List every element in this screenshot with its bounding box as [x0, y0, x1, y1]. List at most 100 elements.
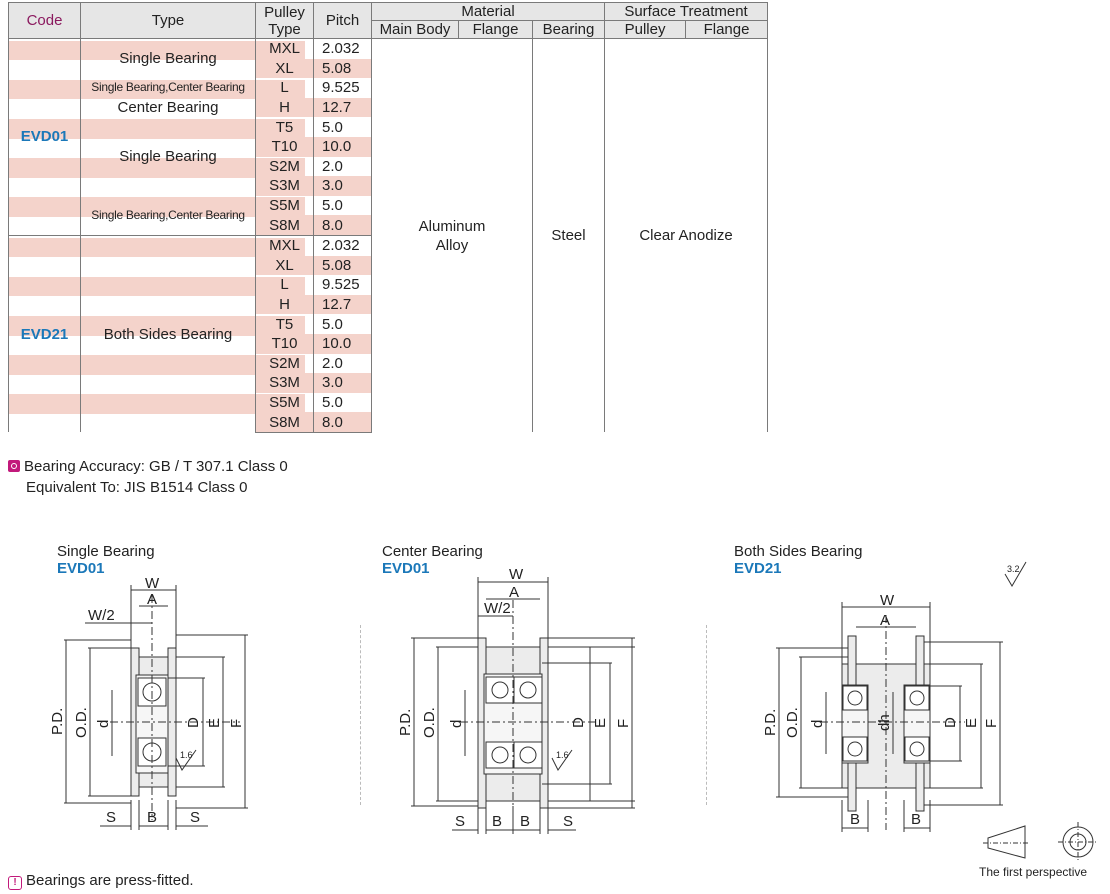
pitch-cell: 2.032 — [313, 234, 372, 256]
note-equivalent: Equivalent To: JIS B1514 Class 0 — [26, 479, 248, 496]
type-cell: Single Bearing — [80, 38, 256, 79]
divider — [706, 625, 707, 805]
surface-treatment-cell: Clear Anodize — [604, 38, 769, 433]
pitch-cell: 5.0 — [313, 314, 372, 334]
label-w: W — [509, 566, 524, 583]
pitch-cell: 9.525 — [313, 275, 372, 295]
pitch-cell: 2.032 — [313, 37, 372, 59]
pitch-cell: 5.0 — [313, 117, 372, 137]
label-roughness: 3.2 — [1007, 564, 1020, 574]
header-pulley: Pulley — [604, 20, 687, 39]
material-bearing-cell: Steel — [531, 38, 606, 433]
header-bearing: Bearing — [531, 20, 606, 39]
pulley-type-cell: S8M — [255, 215, 314, 236]
pulley-type-cell: S3M — [255, 176, 314, 196]
diagram-code-both: EVD21 — [734, 560, 782, 577]
diagram-title-center: Center Bearing — [382, 543, 483, 560]
pitch-cell: 3.0 — [313, 373, 372, 393]
pitch-cell: 5.08 — [313, 255, 372, 276]
header-flange-2: Flange — [685, 20, 769, 39]
label-s: S — [106, 809, 116, 826]
label-roughness: 1.6 — [556, 750, 569, 760]
label-f: F — [615, 719, 632, 728]
label-pd: P.D. — [762, 709, 779, 736]
label-d-outer: D — [942, 717, 959, 728]
label-pd: P.D. — [49, 708, 66, 735]
label-od: O.D. — [784, 707, 801, 738]
label-b: B — [911, 811, 921, 828]
label-e: E — [206, 718, 223, 728]
label-w2: W/2 — [484, 600, 511, 617]
divider — [360, 625, 361, 805]
label-b: B — [850, 811, 860, 828]
pulley-type-cell: MXL — [255, 37, 314, 59]
diagram-title-single: Single Bearing — [57, 543, 155, 560]
code-cell: EVD21 — [8, 234, 81, 433]
label-f: F — [228, 719, 245, 728]
header-pitch: Pitch — [313, 2, 372, 39]
type-cell: Single Bearing,Center Bearing — [80, 195, 256, 236]
pulley-type-cell: XL — [255, 255, 314, 276]
label-a: A — [147, 591, 157, 608]
label-d-outer: D — [185, 717, 202, 728]
pitch-cell: 8.0 — [313, 412, 372, 433]
pitch-cell: 3.0 — [313, 176, 372, 196]
header-material: Material — [370, 2, 606, 21]
info-icon — [8, 460, 20, 472]
label-pd: P.D. — [397, 709, 414, 736]
pitch-cell: 12.7 — [313, 294, 372, 315]
pitch-cell: 10.0 — [313, 136, 372, 157]
label-d: d — [95, 720, 112, 728]
pulley-type-cell: S5M — [255, 392, 314, 413]
label-e: E — [592, 718, 609, 728]
label-od: O.D. — [421, 707, 438, 738]
pitch-cell: 12.7 — [313, 97, 372, 118]
header-main-body: Main Body — [371, 20, 459, 39]
label-w: W — [880, 592, 895, 609]
pulley-type-cell: T10 — [255, 333, 314, 354]
label-d: d — [809, 720, 826, 728]
type-cell: Both Sides Bearing — [80, 234, 256, 433]
label-dh: dh — [876, 714, 893, 731]
warning-icon: ! — [8, 876, 22, 890]
label-f: F — [983, 719, 1000, 728]
diagram-title-both: Both Sides Bearing — [734, 543, 863, 560]
note-bearing-accuracy: Bearing Accuracy: GB / T 307.1 Class 0 — [8, 458, 288, 475]
pitch-cell: 8.0 — [313, 215, 372, 236]
label-b: B — [147, 809, 157, 826]
pitch-cell: 2.0 — [313, 156, 372, 177]
label-d-outer: D — [570, 717, 587, 728]
type-cell: Center Bearing — [80, 97, 256, 118]
diagram-code-single: EVD01 — [57, 560, 105, 577]
diagram-code-center: EVD01 — [382, 560, 430, 577]
code-cell: EVD01 — [8, 38, 81, 236]
pitch-cell: 5.08 — [313, 58, 372, 79]
pulley-type-cell: S2M — [255, 353, 314, 374]
label-a: A — [509, 584, 519, 601]
label-s: S — [190, 809, 200, 826]
pitch-cell: 10.0 — [313, 333, 372, 354]
label-e: E — [963, 718, 980, 728]
